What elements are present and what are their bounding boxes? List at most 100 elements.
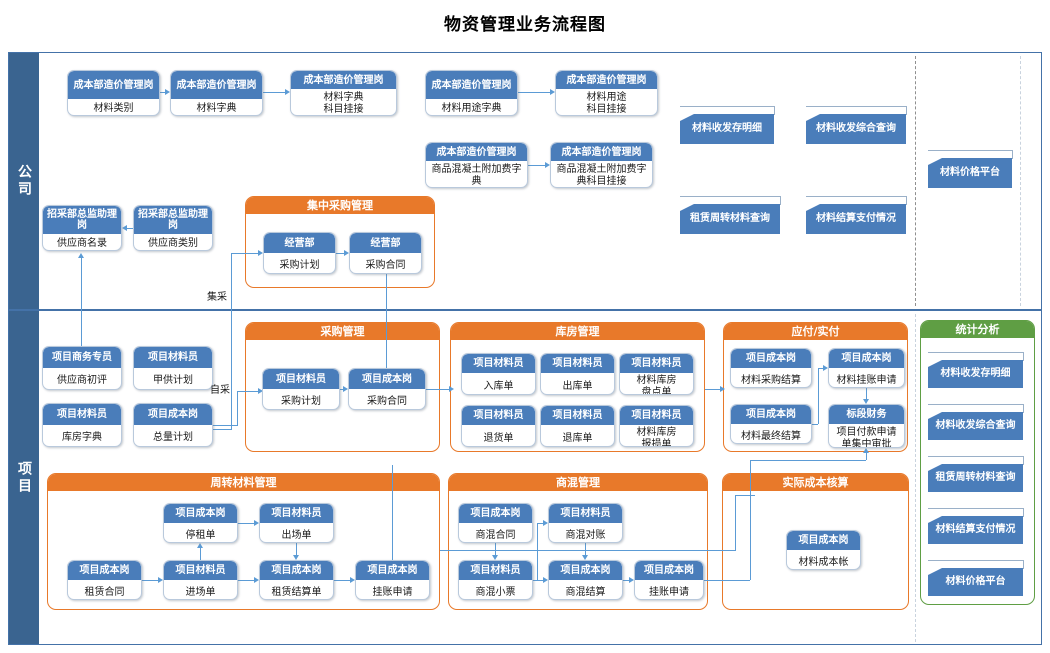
task-role: 项目商务专员 <box>43 347 121 368</box>
task-material-final-settlement[interactable]: 项目成本岗 材料最终结算 <box>730 404 812 444</box>
connector <box>263 92 285 93</box>
task-return-stock-order[interactable]: 项目材料员 退库单 <box>540 405 615 447</box>
task-return-goods-order[interactable]: 项目材料员 退货单 <box>461 405 536 447</box>
connector <box>386 274 387 370</box>
task-central-purchase-contract[interactable]: 经营部 采购合同 <box>349 232 422 274</box>
task-doc: 材料最终结算 <box>741 430 801 442</box>
task-project-payment-approval[interactable]: 标段财务 项目付款申请 单集中审批 <box>828 404 905 448</box>
task-role: 项目材料员 <box>164 561 237 580</box>
task-concrete-payable-application[interactable]: 项目成本岗 挂账申请 <box>634 560 704 600</box>
task-enter-site-order[interactable]: 项目材料员 进场单 <box>163 560 238 600</box>
task-project-purchase-plan[interactable]: 项目材料员 采购计划 <box>262 368 340 410</box>
task-concrete-contract[interactable]: 项目成本岗 商混合同 <box>458 503 533 543</box>
stat-report-material-in-out-query[interactable]: 材料收发综合查询 <box>928 412 1023 440</box>
task-doc: 租赁合同 <box>84 586 125 598</box>
task-role: 成本部造价管理岗 <box>68 71 159 99</box>
stat-report-material-in-out-detail[interactable]: 材料收发存明细 <box>928 360 1023 388</box>
arrow-head <box>720 385 725 392</box>
task-material-cost-ledger[interactable]: 项目成本岗 材料成本帐 <box>786 530 861 570</box>
arrow-head <box>165 88 170 95</box>
task-role: 项目材料员 <box>462 406 535 425</box>
report-material-price-platform[interactable]: 材料价格平台 <box>928 158 1012 188</box>
lane-project-label: 项目 <box>16 460 32 495</box>
report-corner <box>928 404 1024 413</box>
arrow-head <box>491 555 498 560</box>
connector <box>392 465 393 560</box>
report-corner <box>928 352 1024 361</box>
task-supplier-initial-review[interactable]: 项目商务专员 供应商初评 <box>42 346 122 390</box>
report-corner <box>928 508 1024 517</box>
arrow-head <box>122 224 127 231</box>
task-warehouse-dictionary[interactable]: 项目材料员 库房字典 <box>42 403 122 447</box>
task-role: 项目成本岗 <box>68 561 141 580</box>
task-warehouse-stocktaking[interactable]: 项目材料员 材料库房 盘点单 <box>619 353 694 395</box>
task-role: 项目成本岗 <box>731 349 811 368</box>
task-role: 项目材料员 <box>549 504 622 523</box>
stat-report-material-price-platform[interactable]: 材料价格平台 <box>928 568 1023 596</box>
task-role: 经营部 <box>350 233 421 253</box>
task-concrete-surcharge-dictionary[interactable]: 成本部造价管理岗 商品混凝土附加费字典 <box>425 142 528 188</box>
report-material-settlement-payment[interactable]: 材料结算支付情况 <box>806 204 906 234</box>
task-material-dict-subject-link[interactable]: 成本部造价管理岗 材料字典 科目挂接 <box>290 70 397 116</box>
report-material-in-out-detail[interactable]: 材料收发存明细 <box>680 114 774 144</box>
task-total-plan[interactable]: 项目成本岗 总量计划 <box>133 403 213 447</box>
stat-report-material-settlement-payment[interactable]: 材料结算支付情况 <box>928 516 1023 544</box>
stat-report-lease-turnover-query[interactable]: 租赁周转材料查询 <box>928 464 1023 492</box>
task-lease-settlement-order[interactable]: 项目成本岗 租赁结算单 <box>259 560 334 600</box>
arrow-head <box>862 448 869 453</box>
task-concrete-settlement[interactable]: 项目成本岗 商混结算 <box>548 560 623 600</box>
task-role: 项目材料员 <box>541 406 614 425</box>
task-warehouse-loss-report[interactable]: 项目材料员 材料库房 报损单 <box>619 405 694 447</box>
task-material-dictionary[interactable]: 成本部造价管理岗 材料字典 <box>170 70 263 116</box>
task-supplier-category[interactable]: 招采部总监助理岗 供应商类别 <box>133 205 213 251</box>
connector <box>818 368 823 369</box>
task-doc: 出库单 <box>562 380 593 392</box>
task-doc: 商混对账 <box>565 529 606 541</box>
group-title: 周转材料管理 <box>48 474 439 491</box>
task-outbound-order[interactable]: 项目材料员 出库单 <box>540 353 615 395</box>
report-material-in-out-query[interactable]: 材料收发综合查询 <box>806 114 906 144</box>
task-material-payable-application[interactable]: 项目成本岗 材料挂账申请 <box>828 348 905 388</box>
task-role: 成本部造价管理岗 <box>291 71 396 89</box>
task-doc: 采购计划 <box>279 260 320 271</box>
connector <box>160 92 165 93</box>
report-lease-turnover-query[interactable]: 租赁周转材料查询 <box>680 204 780 234</box>
task-stop-rent-order[interactable]: 项目成本岗 停租单 <box>163 503 238 543</box>
connector <box>336 253 344 254</box>
task-role: 成本部造价管理岗 <box>426 71 517 99</box>
task-doc: 材料库房 盘点单 <box>636 374 677 395</box>
task-material-category[interactable]: 成本部造价管理岗 材料类别 <box>67 70 160 116</box>
task-concrete-reconciliation[interactable]: 项目材料员 商混对账 <box>548 503 623 543</box>
connector <box>200 548 201 560</box>
task-material-usage-dictionary[interactable]: 成本部造价管理岗 材料用途字典 <box>425 70 518 116</box>
arrow-head <box>543 519 548 526</box>
group-title: 实际成本核算 <box>723 474 908 491</box>
task-lease-contract[interactable]: 项目成本岗 租赁合同 <box>67 560 142 600</box>
arrow-head <box>258 387 263 394</box>
task-material-usage-subject-link[interactable]: 成本部造价管理岗 材料用途 科目挂接 <box>555 70 658 116</box>
connector <box>537 523 538 580</box>
task-role: 招采部总监助理岗 <box>43 206 121 234</box>
task-owner-supply-plan[interactable]: 项目材料员 甲供计划 <box>133 346 213 390</box>
task-supplier-directory[interactable]: 招采部总监助理岗 供应商名录 <box>42 205 122 251</box>
task-project-purchase-contract[interactable]: 项目成本岗 采购合同 <box>348 368 426 410</box>
task-turnover-payable-application[interactable]: 项目成本岗 挂账申请 <box>355 560 430 600</box>
task-central-purchase-plan[interactable]: 经营部 采购计划 <box>263 232 336 274</box>
connector <box>440 550 736 551</box>
task-exit-site-order[interactable]: 项目材料员 出场单 <box>259 503 334 543</box>
arrow-head <box>823 364 828 371</box>
connector <box>205 429 232 430</box>
task-doc: 进场单 <box>185 586 216 598</box>
task-role: 成本部造价管理岗 <box>556 71 657 89</box>
task-role: 项目成本岗 <box>829 349 904 368</box>
task-role: 项目成本岗 <box>731 405 811 424</box>
task-concrete-ticket[interactable]: 项目材料员 商混小票 <box>458 560 533 600</box>
arrow-head <box>254 519 259 526</box>
task-role: 项目材料员 <box>260 504 333 523</box>
task-material-purchase-settlement[interactable]: 项目成本岗 材料采购结算 <box>730 348 812 388</box>
task-concrete-surcharge-subject-link[interactable]: 成本部造价管理岗 商品混凝土附加费字典科目挂接 <box>550 142 653 188</box>
task-doc: 甲供计划 <box>153 374 193 386</box>
arrow-head <box>862 399 869 404</box>
task-inbound-order[interactable]: 项目材料员 入库单 <box>461 353 536 395</box>
